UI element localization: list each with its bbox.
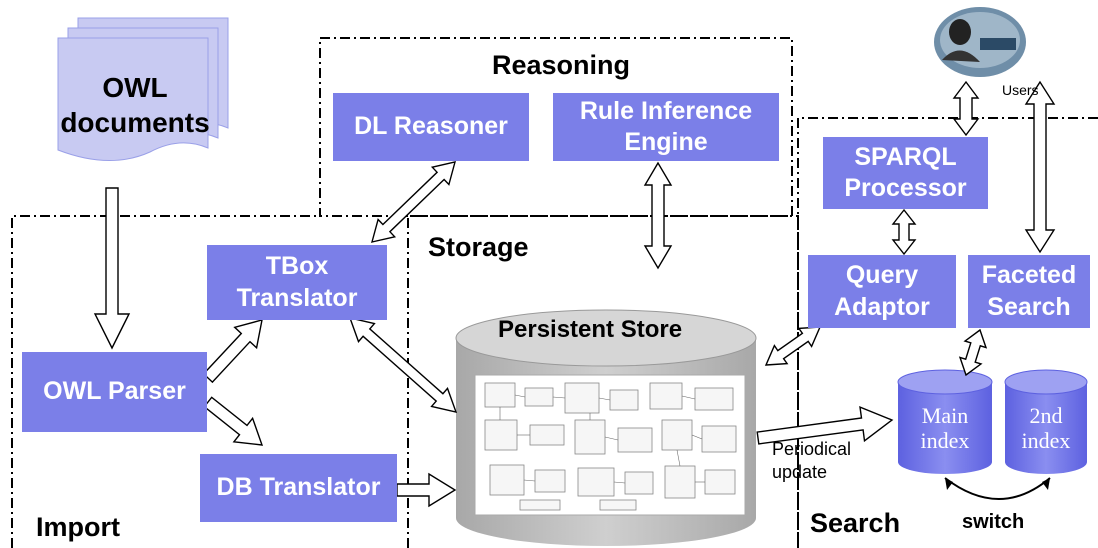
db-to-store-arrow bbox=[396, 472, 457, 508]
rule-store-arrow bbox=[643, 161, 673, 270]
users-avatar bbox=[934, 7, 1026, 77]
switch-arrow bbox=[944, 477, 1051, 500]
owl-documents-label: OWL documents bbox=[60, 72, 210, 138]
database-schema-thumbnail bbox=[474, 374, 746, 516]
docs-to-parser-arrow bbox=[93, 187, 131, 350]
tbox-reasoner-arrow bbox=[371, 161, 456, 243]
tbox-store-arrow bbox=[348, 317, 458, 413]
parser-to-tbox-arrow bbox=[202, 319, 263, 384]
owl-documents-icon bbox=[57, 17, 229, 161]
parser-to-db-arrow bbox=[203, 396, 264, 446]
faceted-search-box: Faceted Search bbox=[968, 255, 1090, 328]
owl-parser-box: OWL Parser bbox=[22, 352, 207, 432]
storage-label: Storage bbox=[428, 232, 529, 262]
rule-inference-engine-box: Rule Inference Engine bbox=[553, 93, 779, 161]
users-label: Users bbox=[1002, 82, 1039, 98]
query-adaptor-box: Query Adaptor bbox=[808, 255, 956, 328]
sparql-query-arrow bbox=[891, 208, 917, 256]
import-label: Import bbox=[36, 512, 120, 542]
reasoning-label: Reasoning bbox=[492, 50, 631, 80]
periodical-update-label: Periodical update bbox=[772, 439, 852, 482]
main-index-cylinder bbox=[897, 369, 993, 474]
store-to-index-arrow bbox=[756, 405, 894, 445]
second-index-cylinder bbox=[1004, 369, 1088, 474]
store-query-arrow bbox=[764, 326, 822, 366]
dl-reasoner-box: DL Reasoner bbox=[333, 93, 529, 161]
users-sparql-arrow bbox=[952, 80, 980, 137]
db-translator-box: DB Translator bbox=[200, 454, 397, 522]
main-index-label: Main index bbox=[920, 402, 970, 453]
tbox-translator-box: TBox Translator bbox=[207, 245, 387, 320]
search-region bbox=[797, 117, 1098, 548]
switch-label: switch bbox=[962, 511, 1025, 533]
sparql-processor-box: SPARQL Processor bbox=[823, 137, 988, 209]
search-label: Search bbox=[810, 508, 901, 538]
faceted-index-arrow bbox=[958, 328, 988, 377]
second-index-label: 2nd index bbox=[1021, 402, 1071, 453]
users-faceted-arrow bbox=[1024, 80, 1056, 254]
persistent-store-label: Persistent Store bbox=[498, 316, 683, 343]
